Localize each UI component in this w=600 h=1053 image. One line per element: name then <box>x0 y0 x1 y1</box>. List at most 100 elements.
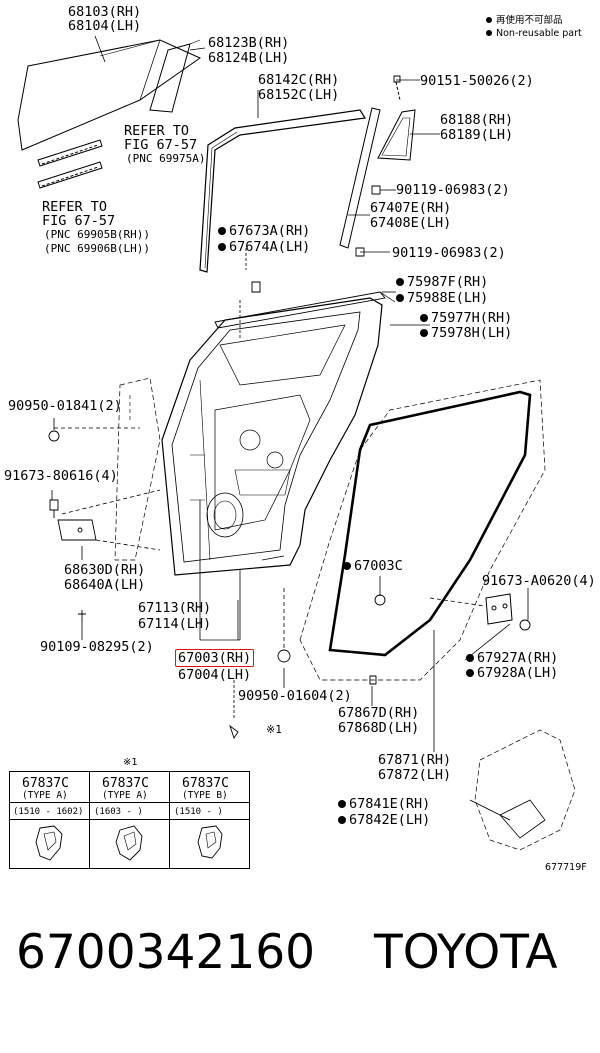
label-90950b[interactable]: 90950-01604(2) <box>238 688 352 704</box>
glass-run-68123 <box>149 43 191 113</box>
table-divider-2 <box>10 819 249 820</box>
label-68142C[interactable]: 68142C(RH) <box>258 72 340 88</box>
clip-a-icon <box>35 825 63 861</box>
division-bar <box>339 107 381 249</box>
clip-code-1: 67837C <box>22 776 69 791</box>
clip-code-2: 67837C <box>102 776 149 791</box>
legend-row-cn: 再使用不可部品 <box>486 14 582 27</box>
label-91673b[interactable]: 91673-A0620(4) <box>482 573 596 589</box>
refer1-line2: FIG 67-57 <box>124 137 198 153</box>
rear-door-diagram <box>17 35 576 851</box>
label-67927A[interactable]: 67927A(RH) <box>466 651 558 665</box>
label-90119b[interactable]: 90119-06983(2) <box>392 245 506 261</box>
moulding-strips <box>37 139 103 189</box>
footer: 6700342160 TOYOTA <box>0 923 600 993</box>
quarter-glass <box>377 109 416 161</box>
label-90119a[interactable]: 90119-06983(2) <box>396 182 510 198</box>
bullet-icon <box>486 30 492 36</box>
nonreusable-dot-icon <box>218 227 226 235</box>
label-68152C[interactable]: 68152C(LH) <box>258 87 340 103</box>
clip-range-2: (1603 - ) <box>94 807 143 817</box>
label-90151[interactable]: 90151-50026(2) <box>420 73 534 89</box>
brand-name: TOYOTA <box>374 925 558 980</box>
label-67871[interactable]: 67871(RH) <box>378 752 452 768</box>
nonreusable-dot-icon <box>396 278 404 286</box>
nonreusable-dot-icon <box>466 654 474 662</box>
legend-text-cn: 再使用不可部品 <box>496 15 563 26</box>
figure-id: 677719F <box>545 862 587 873</box>
table-divider <box>10 802 249 803</box>
label-68103[interactable]: 68103(RH) <box>68 4 142 20</box>
label-67928A[interactable]: 67928A(LH) <box>466 666 558 680</box>
bullet-icon <box>486 17 492 23</box>
label-67842E[interactable]: 67842E(LH) <box>338 813 430 827</box>
nonreusable-dot-icon <box>338 816 346 824</box>
legend-text-en: Non-reusable part <box>496 28 582 39</box>
label-67004[interactable]: 67004(LH) <box>178 667 252 683</box>
clip-code-3: 67837C <box>182 776 229 791</box>
label-67408E[interactable]: 67408E(LH) <box>370 215 452 231</box>
label-star1: ※1 <box>266 723 282 736</box>
clip-drawings <box>35 825 223 861</box>
refer2-line3: (PNC 69905B(RH)) <box>44 228 150 241</box>
label-90950a[interactable]: 90950-01841(2) <box>8 398 122 414</box>
clip-table: 67837C (TYPE A) (1510 - 1602) 67837C (TY… <box>9 771 250 869</box>
label-67673A[interactable]: 67673A(RH) <box>218 224 310 238</box>
nonreusable-dot-icon <box>218 243 226 251</box>
nonreusable-dot-icon <box>420 314 428 322</box>
refer2-line2: FIG 67-57 <box>42 213 116 229</box>
clip-col-2 <box>90 772 170 868</box>
legend-row-en: Non-reusable part <box>486 27 582 40</box>
nonreusable-dot-icon <box>420 329 428 337</box>
label-90109[interactable]: 90109-08295(2) <box>40 639 154 655</box>
label-67674A[interactable]: 67674A(LH) <box>218 240 310 254</box>
clip-range-1: (1510 - 1602) <box>13 807 84 817</box>
label-68630D[interactable]: 68630D(RH) <box>64 562 146 578</box>
refer2-line1: REFER TO <box>42 199 108 215</box>
clip-b-icon <box>197 825 223 859</box>
part-number: 6700342160 <box>16 925 316 980</box>
label-67868D[interactable]: 67868D(LH) <box>338 720 420 736</box>
label-68640A[interactable]: 68640A(LH) <box>64 577 146 593</box>
label-75988E[interactable]: 75988E(LH) <box>396 291 488 305</box>
striker <box>485 593 513 625</box>
legend: 再使用不可部品 Non-reusable part <box>486 14 582 40</box>
label-68188[interactable]: 68188(RH) <box>440 112 514 128</box>
door-weatherstrip <box>328 390 532 657</box>
clip-a2-icon <box>115 825 143 861</box>
label-75977H[interactable]: 75977H(RH) <box>420 311 512 325</box>
nonreusable-dot-icon <box>343 562 351 570</box>
label-67003C[interactable]: 67003C <box>343 559 403 573</box>
label-68124B[interactable]: 68124B(LH) <box>208 50 290 66</box>
label-67867D[interactable]: 67867D(RH) <box>338 705 420 721</box>
clip-type-2: (TYPE A) <box>102 790 148 801</box>
label-67003-highlighted[interactable]: 67003(RH) <box>175 649 255 667</box>
nonreusable-dot-icon <box>396 294 404 302</box>
label-67407E[interactable]: 67407E(RH) <box>370 200 452 216</box>
clip-type-3: (TYPE B) <box>182 790 228 801</box>
leader-lines <box>51 35 529 821</box>
frame-weatherstrip <box>199 109 367 273</box>
label-68123B[interactable]: 68123B(RH) <box>208 35 290 51</box>
table-note: ※1 <box>123 757 138 768</box>
nonreusable-dot-icon <box>338 800 346 808</box>
label-75978H[interactable]: 75978H(LH) <box>420 326 512 340</box>
refer1-line1: REFER TO <box>124 123 190 139</box>
highlight-box[interactable]: 67003(RH) <box>175 649 255 667</box>
label-67872[interactable]: 67872(LH) <box>378 767 452 783</box>
label-68104[interactable]: 68104(LH) <box>68 18 142 34</box>
label-91673a[interactable]: 91673-80616(4) <box>4 468 118 484</box>
label-67114[interactable]: 67114(LH) <box>138 616 212 632</box>
fasteners <box>48 75 531 740</box>
clip-range-3: (1510 - ) <box>174 807 223 817</box>
refer2-line4: (PNC 69906B(LH)) <box>44 242 150 255</box>
label-75987F[interactable]: 75987F(RH) <box>396 275 488 289</box>
door-shell <box>161 297 383 576</box>
label-67113[interactable]: 67113(RH) <box>138 600 212 616</box>
label-68189[interactable]: 68189(LH) <box>440 127 514 143</box>
refer1-line3: (PNC 69975A) <box>126 152 206 165</box>
lower-trim <box>474 729 576 851</box>
label-67841E[interactable]: 67841E(RH) <box>338 797 430 811</box>
clip-type-1: (TYPE A) <box>22 790 68 801</box>
clip-col-1 <box>10 772 90 868</box>
